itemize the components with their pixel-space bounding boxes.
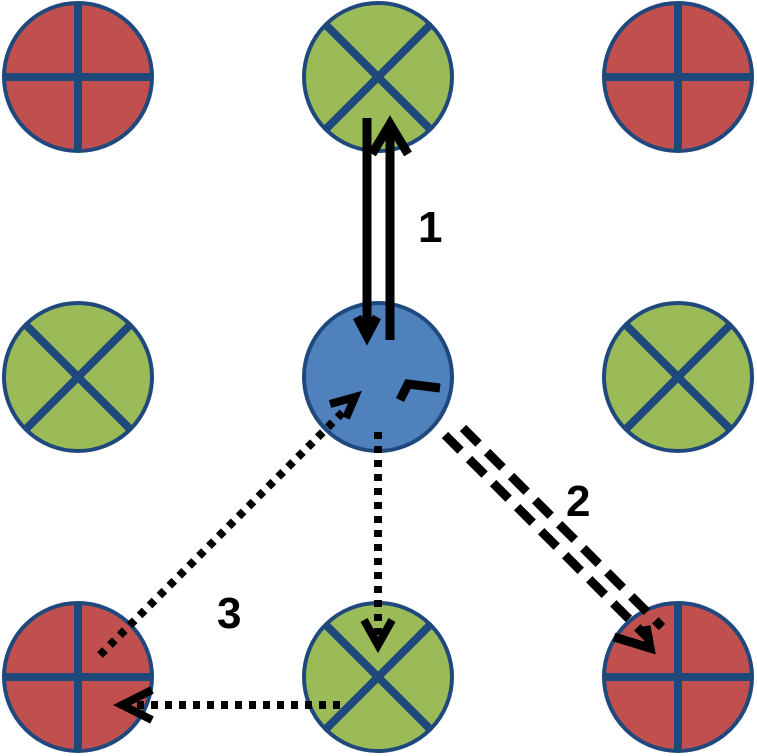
node-middle-left bbox=[2, 301, 154, 453]
node-bottom-right bbox=[602, 601, 754, 753]
path-3-dotted-arrows bbox=[97, 390, 396, 724]
node-bottom-left bbox=[2, 601, 154, 753]
path-1-solid-arrows bbox=[353, 115, 412, 346]
node-middle-right bbox=[602, 301, 754, 453]
node-bottom-center bbox=[302, 601, 454, 753]
path-3-label: 3 bbox=[217, 589, 241, 638]
node-top-left bbox=[2, 1, 154, 153]
node-top-right bbox=[602, 1, 754, 153]
path-2-dashed-arrows bbox=[395, 379, 666, 655]
path-1-label: 1 bbox=[418, 203, 442, 252]
node-top-center bbox=[302, 1, 454, 153]
path-2-label: 2 bbox=[566, 477, 590, 526]
node-center bbox=[302, 301, 454, 453]
